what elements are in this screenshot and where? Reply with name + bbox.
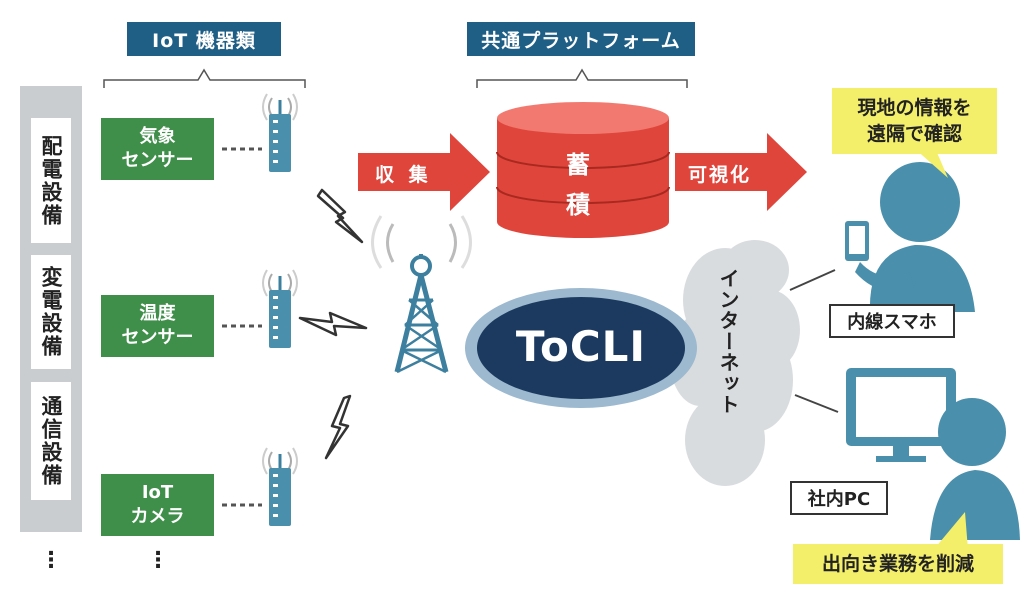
facility-communication: 通信設備 xyxy=(31,382,71,500)
pc-label: 社内PC xyxy=(790,481,888,515)
transmitter-icon xyxy=(261,446,299,528)
iot-devices-header: IoT 機器類 xyxy=(127,22,281,56)
internet-label: インターネット xyxy=(716,268,740,415)
sensor-label: カメラ xyxy=(130,506,185,527)
smartphone-label: 内線スマホ xyxy=(829,304,955,338)
collect-arrow xyxy=(358,133,490,211)
collect-label: 収 集 xyxy=(375,164,432,186)
connector-line xyxy=(789,269,836,291)
temperature-sensor: 温度 センサー xyxy=(101,295,214,357)
sensor-label: センサー xyxy=(121,327,194,348)
storage-label-1: 蓄 xyxy=(566,151,590,179)
connector-line xyxy=(794,394,839,413)
weather-sensor: 気象 センサー xyxy=(101,118,214,180)
facility-distribution: 配電設備 xyxy=(31,118,71,243)
reduce-dispatch-callout: 出向き業務を削減 xyxy=(793,544,1003,584)
radio-tower-icon xyxy=(371,215,472,374)
visualize-arrow xyxy=(675,133,807,211)
remote-check-callout: 現地の情報を 遠隔で確認 xyxy=(832,88,997,154)
facility-substation: 変電設備 xyxy=(31,255,71,369)
platform-header: 共通プラットフォーム xyxy=(467,22,695,56)
database-icon xyxy=(496,102,670,238)
person-pc-icon xyxy=(930,398,1020,540)
storage-label-2: 積 xyxy=(566,191,590,219)
callout-text: 現地の情報を xyxy=(857,97,972,119)
visualize-label: 可視化 xyxy=(688,164,752,186)
person-smartphone-icon xyxy=(845,162,975,312)
sensor-label: センサー xyxy=(121,150,194,171)
transmitter-icon xyxy=(261,268,299,350)
tocli-label: ToCLI xyxy=(515,322,647,371)
iot-camera: IoT カメラ xyxy=(101,474,214,536)
callout-text: 遠隔で確認 xyxy=(866,123,962,145)
callout-tail xyxy=(935,512,968,550)
sensor-label: 温度 xyxy=(139,303,176,324)
monitor-icon xyxy=(846,368,956,462)
wireless-bolt-icon xyxy=(298,188,368,460)
sensor-label: 気象 xyxy=(139,126,176,147)
tocli-inner xyxy=(477,297,685,399)
sensor-label: IoT xyxy=(141,482,174,503)
transmitter-icon xyxy=(261,92,299,174)
